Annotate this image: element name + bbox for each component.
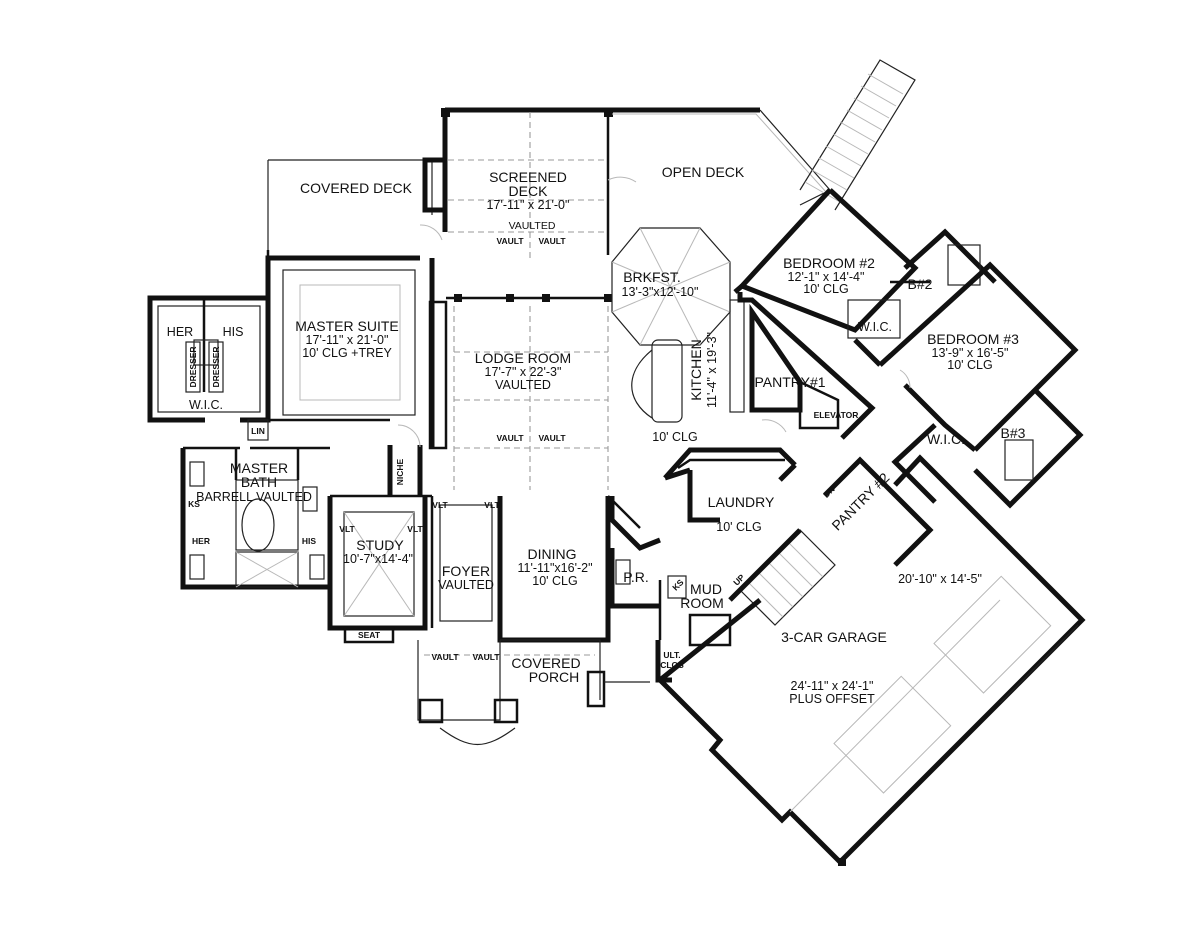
master-bath-note: BARRELL VAULTED [196,490,312,504]
master-wic-label: W.I.C. [189,398,223,412]
dining-dims: 11'-11"x16'-2" [517,561,592,575]
lodge-room-vault-right: VAULT [538,433,566,443]
open-deck-label: OPEN DECK [662,164,745,180]
garage-name: 3-CAR GARAGE [781,629,887,645]
pantry-1-label: PANTRY#1 [754,374,825,390]
master-bath-ks: KS [188,499,200,509]
elevator-label: ELEVATOR [814,410,859,420]
study-seat-label: SEAT [358,630,381,640]
bedroom-2-name: BEDROOM #2 [783,255,875,271]
laundry-name: LAUNDRY [708,494,775,510]
kitchen-name: KITCHEN [688,339,704,400]
bedroom-2-wic-label: W.I.C. [858,320,892,334]
bedroom-3-name: BEDROOM #3 [927,331,1019,347]
covered-deck-label: COVERED DECK [300,180,413,196]
master-suite-dims: 17'-11" x 21'-0" [306,333,389,347]
screened-deck-vault-right: VAULT [538,236,566,246]
bath-3-label: B#3 [1001,425,1026,441]
mud-room-name-2: ROOM [680,595,724,611]
garage-dims: 24'-11" x 24'-1" [791,679,874,693]
covered-porch-name-1: COVERED [511,655,580,671]
bath-2-label: B#2 [908,276,933,292]
screened-deck-note: VAULTED [509,220,556,232]
ult-clos-name-2: CLOS [660,660,684,670]
main-ceiling-label: 10' CLG [652,430,697,444]
master-bath-name-2: BATH [241,474,277,490]
room-labels: COVERED DECK SCREENED DECK 17'-11" x 21'… [167,164,1026,706]
bedroom-3-dims: 13'-9" x 16'-5" [932,346,1009,360]
mud-room-ks: KS [670,577,686,593]
master-suite-clg: 10' CLG +TREY [302,346,392,360]
study-vlt-right: VLT [407,524,423,534]
study-vlt-left: VLT [339,524,355,534]
garage-note: PLUS OFFSET [789,692,875,706]
covered-porch-name-2: PORCH [529,669,580,685]
bedroom-2-clg: 10' CLG [803,282,848,296]
master-suite-name: MASTER SUITE [295,318,398,334]
kitchen-dims: 11'-4" x 19'-3" [705,332,719,408]
master-wic-his: HIS [223,325,244,339]
screened-deck-name-2: DECK [509,183,549,199]
master-bath-his: HIS [302,536,317,546]
lodge-room-note: VAULTED [495,378,551,392]
dresser-left: DRESSER [188,346,198,387]
dining-clg: 10' CLG [532,574,577,588]
ult-clos-name-1: ULT. [663,650,680,660]
study-name: STUDY [356,537,404,553]
covered-porch-vault-right: VAULT [472,652,500,662]
lodge-room-dims: 17'-7" x 22'-3" [485,365,562,379]
foyer-vlt-left: VLT [432,500,448,510]
master-bath-her: HER [192,536,210,546]
plan-walls [147,59,1086,866]
covered-porch-vault-left: VAULT [431,652,459,662]
garage-offset-dims: 20'-10" x 14'-5" [898,572,982,586]
niche-label: NICHE [395,458,405,485]
dresser-right: DRESSER [211,346,221,387]
powder-room-label: P.R. [623,569,648,585]
screened-deck-dims: 17'-11" x 21'-0" [487,198,570,212]
master-bath-name-1: MASTER [230,460,288,476]
foyer-note: VAULTED [438,578,494,592]
mud-room-name-1: MUD [690,581,722,597]
bedroom-3-clg: 10' CLG [947,358,992,372]
lodge-room-vault-left: VAULT [496,433,524,443]
bedroom-3-wic-label: W.I.C. [927,431,965,447]
brkfst-name: BRKFST. [623,269,681,285]
foyer-vlt-right: VLT [484,500,500,510]
bedroom-2-dims: 12'-1" x 14'-4" [788,270,865,284]
foyer-name: FOYER [442,563,490,579]
lodge-room-name: LODGE ROOM [475,350,571,366]
master-wic-her: HER [167,325,193,339]
screened-deck-vault-left: VAULT [496,236,524,246]
laundry-clg: 10' CLG [716,520,761,534]
brkfst-dims: 13'-3"x12'-10" [622,285,699,299]
study-dims: 10'-7"x14'-4" [343,552,413,566]
screened-deck-name-1: SCREENED [489,169,567,185]
linen-label: LIN [251,426,265,436]
dining-name: DINING [528,546,577,562]
